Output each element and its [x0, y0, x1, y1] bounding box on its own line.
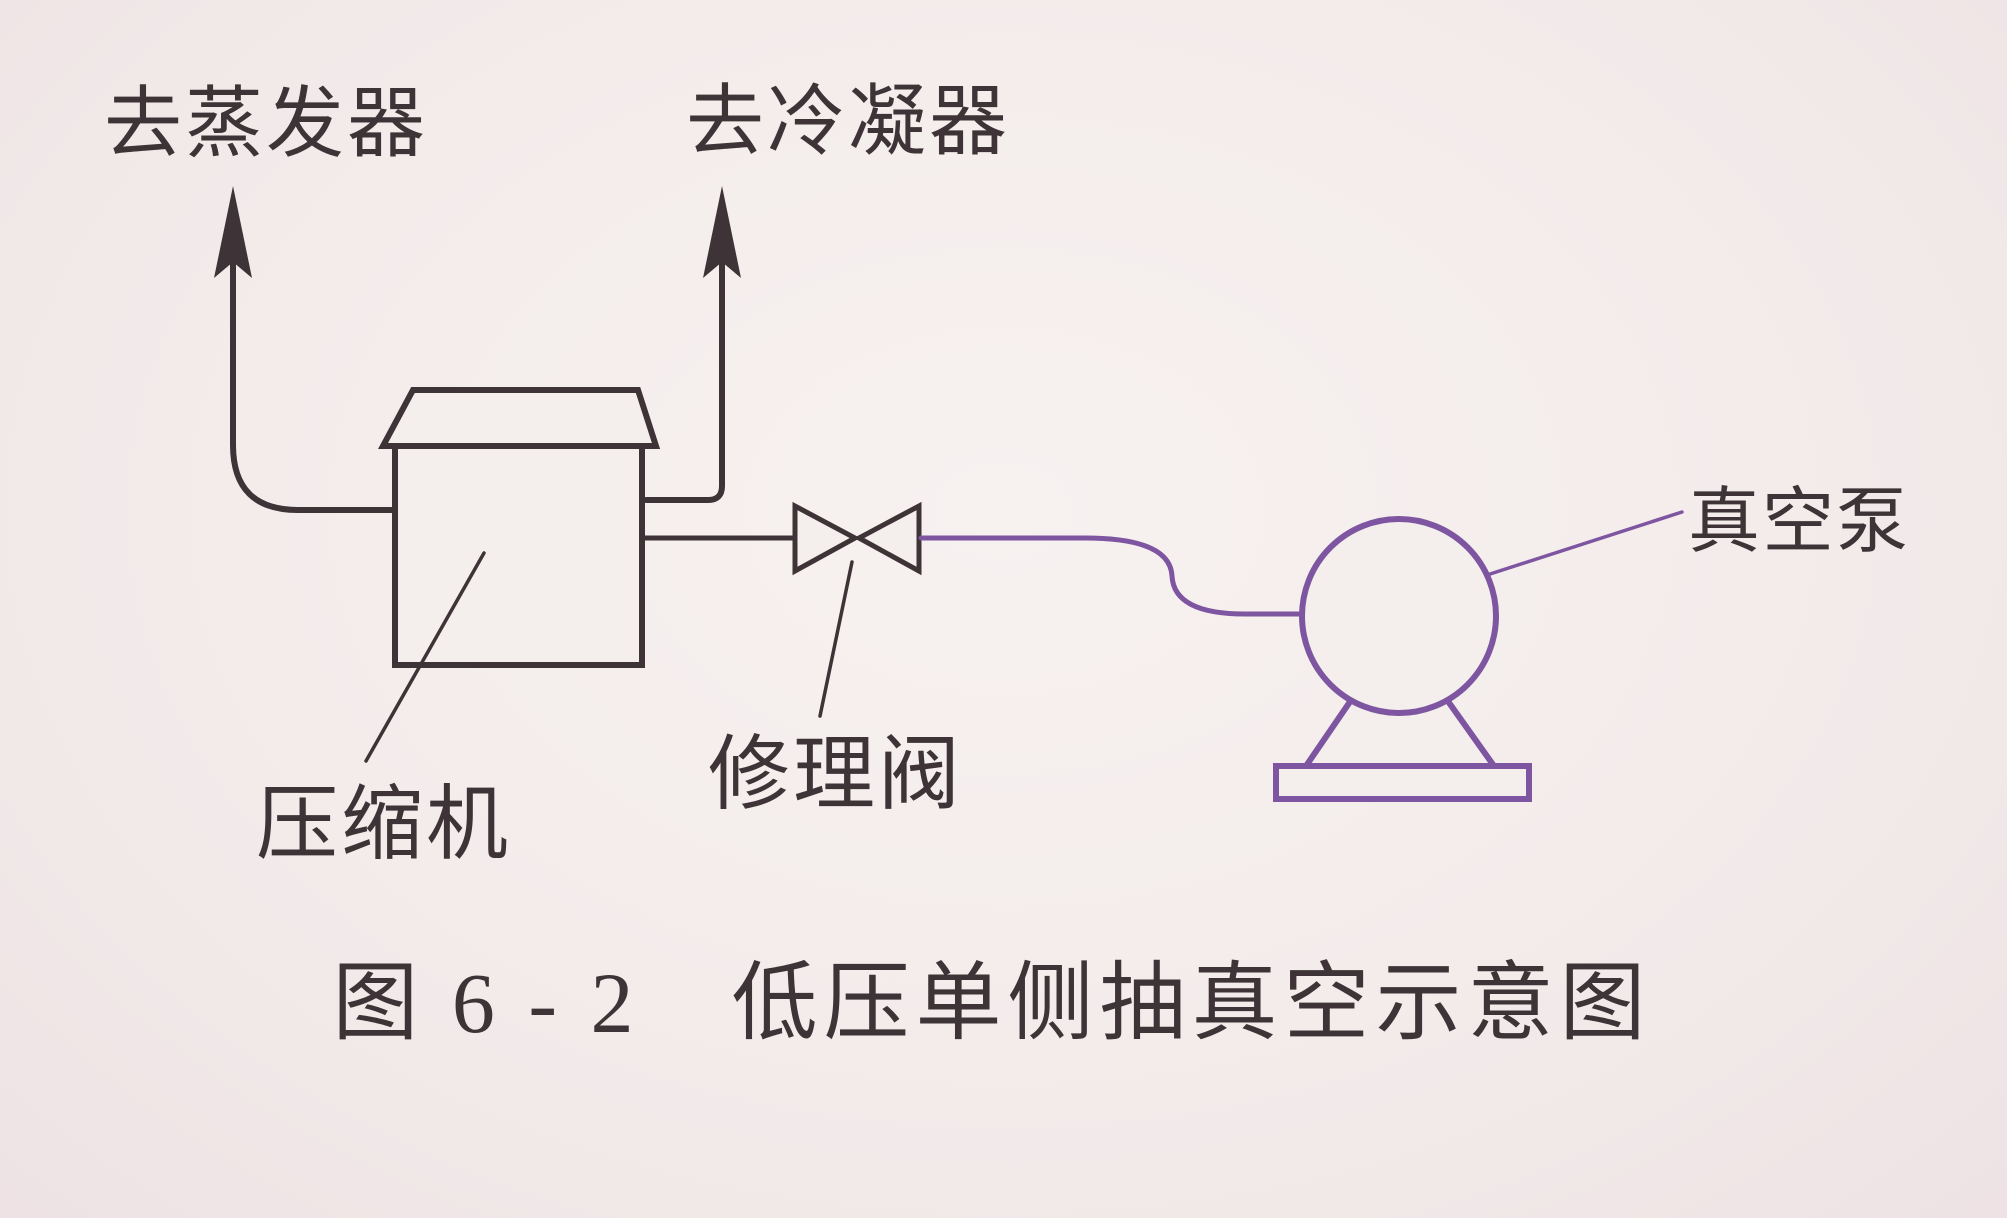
label-to-condenser: 去冷凝器 — [686, 78, 1010, 165]
service-valve-symbol — [792, 501, 922, 576]
compressor-body — [392, 443, 645, 668]
label-to-evaporator: 去蒸发器 — [104, 80, 428, 167]
leader-line-vacuum-pump — [1485, 510, 1684, 577]
figure-caption: 图 6 - 2 低压单侧抽真空示意图 — [332, 955, 1651, 1051]
pipe-valve-to-pump — [918, 535, 1305, 617]
pipe-to-evaporator — [230, 259, 399, 513]
vacuum-pump-circle — [1299, 516, 1499, 716]
compressor-lid — [377, 387, 661, 449]
label-compressor: 压缩机 — [256, 779, 511, 870]
pipe-to-condenser — [643, 259, 725, 503]
vacuum-pump-base — [1273, 763, 1532, 802]
leader-line-valve — [818, 560, 854, 718]
arrowhead-to-evaporator-icon — [214, 186, 252, 278]
valve-left-triangle — [792, 501, 861, 576]
valve-right-triangle — [853, 501, 922, 576]
label-service-valve: 修理阀 — [708, 729, 963, 820]
leader-line-compressor — [364, 551, 486, 763]
label-vacuum-pump: 真空泵 — [1688, 482, 1910, 562]
arrowhead-to-condenser-icon — [703, 186, 741, 278]
